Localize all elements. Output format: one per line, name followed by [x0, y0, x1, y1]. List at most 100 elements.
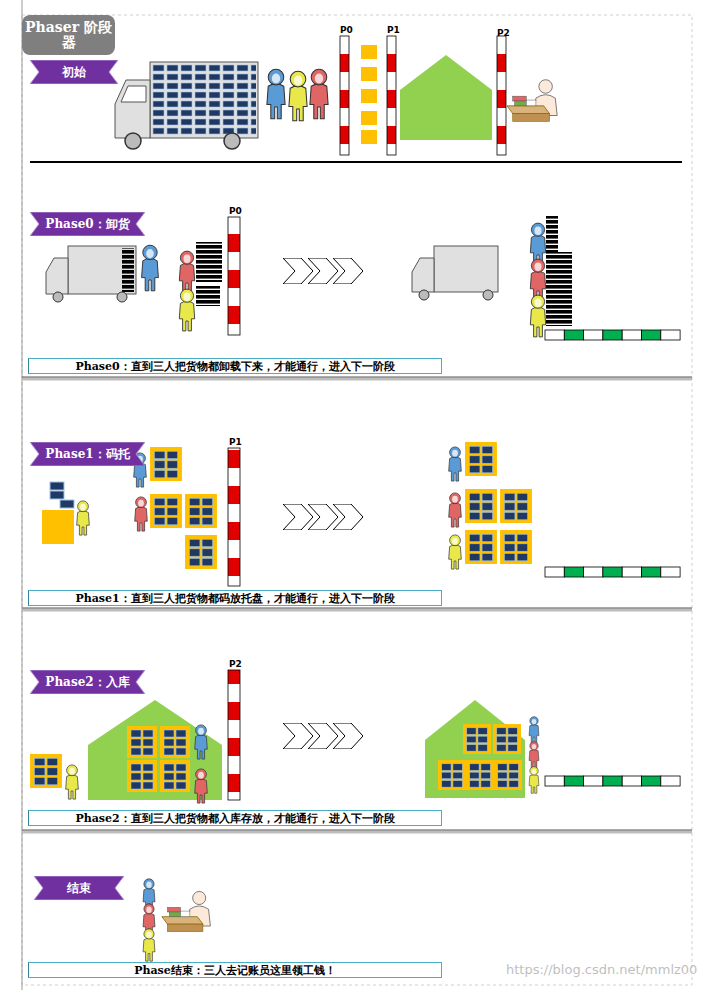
- illustration-part: [30, 754, 62, 788]
- banner-shape: [30, 442, 145, 466]
- illustration-part: [412, 258, 434, 292]
- illustration-part: [361, 111, 377, 125]
- illustration-part: [661, 330, 680, 340]
- illustration-part: [228, 448, 240, 586]
- illustration-part: [135, 497, 148, 531]
- illustration-part: [42, 510, 74, 544]
- banner-text: Phase1：码托: [45, 446, 129, 463]
- truck: [46, 246, 136, 302]
- illustration-part: [529, 717, 539, 744]
- illustration-part: [125, 133, 141, 149]
- illustration-part: [117, 292, 127, 302]
- illustration-part: [465, 442, 497, 476]
- banner-shape: [34, 876, 124, 900]
- illustration-part: [493, 724, 521, 754]
- illustration-part: [333, 258, 363, 284]
- illustration-part: [603, 330, 622, 340]
- illustration-part: [545, 330, 564, 340]
- illustration-part: [545, 776, 564, 786]
- phase-banner: Phase2：入库: [30, 670, 145, 694]
- illustration-part: [160, 760, 190, 792]
- illustration-part: [185, 535, 217, 569]
- illustration-part: [77, 501, 90, 535]
- illustration-part: [333, 723, 363, 749]
- illustration-part: [545, 567, 564, 577]
- illustration-part: [622, 776, 641, 786]
- illustration-part: [661, 567, 680, 577]
- illustration-part: [196, 286, 220, 306]
- illustration-part: [127, 726, 157, 758]
- truck: [412, 246, 498, 300]
- illustration-part: [283, 258, 313, 284]
- banner-text: Phase0：卸货: [45, 216, 129, 233]
- illustration-part: [152, 64, 256, 136]
- illustration-part: [308, 258, 338, 284]
- illustration-part: [22, 377, 692, 378]
- illustration-part: [642, 567, 661, 577]
- illustration-part: [500, 489, 532, 523]
- illustration-part: [361, 130, 377, 144]
- illustration-part: [195, 769, 208, 803]
- title-text: Phaser 阶段器: [22, 20, 115, 49]
- illustration-part: [449, 493, 462, 527]
- illustration-part: [465, 489, 497, 523]
- illustration-part: [507, 80, 557, 122]
- illustration-part: [195, 725, 208, 759]
- illustration-part: [340, 36, 349, 155]
- illustration-part: [603, 567, 622, 577]
- illustration-part: [419, 290, 429, 300]
- illustration-part: [68, 246, 136, 294]
- caption-box: Phase结束：三人去记账员这里领工钱！: [28, 962, 442, 978]
- illustration-part: [50, 482, 64, 490]
- illustration-part: [228, 670, 240, 800]
- illustration-part: [529, 742, 539, 769]
- gate-label: P2: [229, 659, 242, 669]
- truck: [115, 62, 258, 149]
- illustration-part: [622, 330, 641, 340]
- illustration-part: [361, 89, 377, 103]
- illustration-part: [584, 567, 603, 577]
- banner-shape: [30, 60, 118, 84]
- banner-text: Phase2：入库: [45, 674, 129, 691]
- illustration-part: [483, 290, 493, 300]
- caption-text: Phase2：直到三人把货物都入库存放，才能通行，进入下一阶段: [75, 811, 394, 826]
- illustration-part: [50, 491, 64, 499]
- illustration-part: [121, 86, 146, 102]
- illustration-part: [22, 378, 692, 381]
- illustration-part: [150, 447, 182, 481]
- illustration-part: [22, 609, 692, 612]
- illustration-part: [564, 330, 583, 340]
- illustration-part: [150, 494, 182, 528]
- illustration-part: [308, 723, 338, 749]
- title-box: Phaser 阶段器: [22, 15, 115, 55]
- illustration-part: [283, 723, 313, 749]
- phase-banner: 结束: [34, 876, 124, 900]
- illustration-part: [143, 929, 155, 961]
- illustration-part: [66, 765, 79, 799]
- illustration-part: [530, 223, 545, 265]
- caption-text: Phase结束：三人去记账员这里领工钱！: [134, 963, 336, 978]
- caption-box: Phase2：直到三人把货物都入库存放，才能通行，进入下一阶段: [28, 810, 442, 826]
- illustration-part: [465, 530, 497, 564]
- illustration-part: [333, 504, 363, 530]
- illustration-part: [497, 36, 506, 155]
- banner-shape: [30, 670, 145, 694]
- illustration-part: [622, 567, 641, 577]
- illustration-part: [53, 292, 63, 302]
- gate-label: P0: [229, 206, 242, 216]
- illustration-part: [530, 295, 545, 337]
- illustration-part: [308, 504, 338, 530]
- gate-label: P1: [387, 25, 400, 35]
- phase-banner: 初始: [30, 60, 118, 84]
- illustration-part: [546, 216, 558, 326]
- illustration-part: [387, 36, 396, 155]
- illustration-part: [564, 776, 583, 786]
- illustration-part: [449, 535, 462, 569]
- caption-text: Phase1：直到三人把货物都码放托盘，才能通行，进入下一阶段: [75, 591, 394, 606]
- caption-text: Phase0：直到三人把货物都卸载下来，才能通行，进入下一阶段: [75, 359, 394, 374]
- illustration-part: [30, 161, 682, 163]
- illustration-part: [162, 891, 211, 931]
- illustration-part: [466, 760, 494, 790]
- gate-label: P2: [497, 28, 510, 38]
